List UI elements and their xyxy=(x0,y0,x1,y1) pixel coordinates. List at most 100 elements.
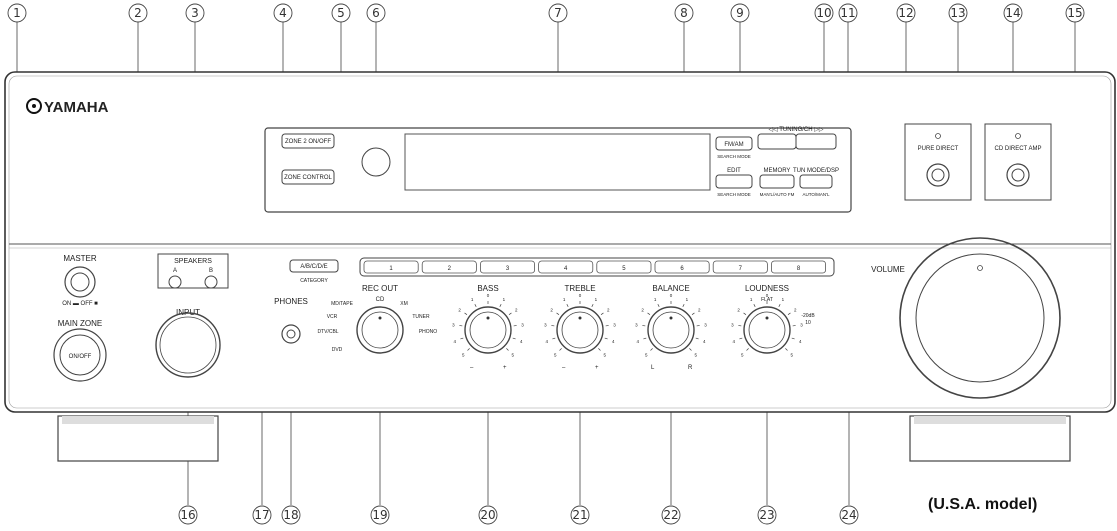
svg-text:AUTO/MAN'L: AUTO/MAN'L xyxy=(802,192,830,197)
callout-1: 1 xyxy=(7,3,27,23)
treble-knob[interactable] xyxy=(556,306,604,354)
tuning-up-button[interactable] xyxy=(795,133,837,150)
tuning-label: ◁◁ TUNING/CH ▷▷ xyxy=(768,127,823,133)
tick-label: 3 xyxy=(544,323,547,328)
speakers-b-button[interactable] xyxy=(204,275,218,289)
svg-text:–: – xyxy=(562,365,566,371)
tick-label: 5 xyxy=(603,353,606,358)
svg-text:1: 1 xyxy=(389,266,393,272)
tick-label: 1 xyxy=(654,297,657,302)
tick-label: 5 xyxy=(645,353,648,358)
svg-text:10: 10 xyxy=(805,320,811,326)
callout-12: 12 xyxy=(896,3,916,23)
tick-label: 3 xyxy=(452,323,455,328)
tick-label: 2 xyxy=(515,307,518,312)
svg-text:VCR: VCR xyxy=(327,314,338,320)
pure-direct-indicator xyxy=(935,133,941,139)
svg-text:20: 20 xyxy=(480,508,495,522)
svg-text:MAN'L/AUTO FM: MAN'L/AUTO FM xyxy=(760,192,795,197)
svg-text:5: 5 xyxy=(622,266,626,272)
tick-label: 4 xyxy=(799,339,802,344)
tick-label: 4 xyxy=(703,339,706,344)
receiver-chassis xyxy=(4,71,1116,413)
svg-text:+: + xyxy=(595,365,599,371)
rec-out-label: REC OUT xyxy=(362,284,398,293)
pure-direct-panel xyxy=(904,123,972,201)
zone-control-button[interactable] xyxy=(281,169,335,185)
tick-label: 3 xyxy=(731,323,734,328)
main-zone-onoff-button[interactable] xyxy=(53,328,107,382)
svg-text:6: 6 xyxy=(680,266,684,272)
tick-label: 1 xyxy=(503,297,506,302)
svg-text:17: 17 xyxy=(254,508,269,522)
speakers-a-button[interactable] xyxy=(168,275,182,289)
preset-button-4[interactable]: 4 xyxy=(538,260,594,274)
preset-button-2[interactable]: 2 xyxy=(421,260,477,274)
svg-text:1: 1 xyxy=(13,6,21,20)
tick-label: 3 xyxy=(800,323,803,328)
edit-button[interactable] xyxy=(715,174,753,189)
svg-text:18: 18 xyxy=(283,508,298,522)
zone2-onoff-button[interactable] xyxy=(281,133,335,149)
zone2-onoff-label: ZONE 2 ON/OFF xyxy=(285,139,331,145)
callout-22: 22 xyxy=(661,505,681,525)
preset-button-1[interactable]: 1 xyxy=(363,260,419,274)
abcde-button[interactable] xyxy=(289,259,339,273)
preset-button-6[interactable]: 6 xyxy=(654,260,710,274)
preset-button-7[interactable]: 7 xyxy=(712,260,768,274)
svg-text:21: 21 xyxy=(572,508,587,522)
svg-text:DTV/CBL: DTV/CBL xyxy=(317,329,338,335)
svg-text:FLAT: FLAT xyxy=(761,297,773,303)
svg-text:L: L xyxy=(651,365,655,371)
tun-mode-button[interactable] xyxy=(799,174,833,189)
tick-label: 1 xyxy=(686,297,689,302)
tick-label: 4 xyxy=(732,339,735,344)
master-label: MASTER xyxy=(63,254,97,263)
tick-label: 0 xyxy=(670,293,673,298)
svg-text:PHONO: PHONO xyxy=(419,329,437,335)
loudness-knob[interactable] xyxy=(743,306,791,354)
input-knob[interactable] xyxy=(155,312,221,378)
svg-text:ON/OFF: ON/OFF xyxy=(69,354,92,360)
rec-out-knob[interactable] xyxy=(356,306,404,354)
svg-text:14: 14 xyxy=(1005,6,1020,20)
tick-label: 3 xyxy=(635,323,638,328)
svg-text:XM: XM xyxy=(400,301,408,307)
svg-text:2: 2 xyxy=(448,266,452,272)
tick-label: 5 xyxy=(554,353,557,358)
pure-direct-button[interactable] xyxy=(926,163,950,187)
front-display xyxy=(404,133,711,191)
abcde-label: A/B/C/D/E xyxy=(300,264,327,270)
svg-text:TUNER: TUNER xyxy=(412,314,430,320)
callout-9: 9 xyxy=(730,3,750,23)
tick-label: 3 xyxy=(704,323,707,328)
volume-knob[interactable] xyxy=(899,237,1061,399)
tick-label: 5 xyxy=(511,353,514,358)
fm-am-button[interactable] xyxy=(715,136,753,151)
svg-text:R: R xyxy=(688,365,693,371)
svg-text:MD/TAPE: MD/TAPE xyxy=(331,301,354,307)
tick-label: 4 xyxy=(453,339,456,344)
svg-text:19: 19 xyxy=(372,508,387,522)
svg-text:YAMAHA: YAMAHA xyxy=(44,99,109,116)
tick-label: 5 xyxy=(741,353,744,358)
callout-18: 18 xyxy=(281,505,301,525)
svg-text:–: – xyxy=(470,365,474,371)
tick-label: 0 xyxy=(579,293,582,298)
preset-button-3[interactable]: 3 xyxy=(479,260,535,274)
memory-button[interactable] xyxy=(759,174,795,189)
svg-text:15: 15 xyxy=(1067,6,1082,20)
preset-button-8[interactable]: 8 xyxy=(771,260,827,274)
cd-direct-amp-button[interactable] xyxy=(1006,163,1030,187)
preset-button-5[interactable]: 5 xyxy=(596,260,652,274)
pure-direct-label: PURE DIRECT xyxy=(918,146,959,152)
svg-text:6: 6 xyxy=(372,6,380,20)
master-switch[interactable] xyxy=(64,266,96,298)
bass-knob[interactable] xyxy=(464,306,512,354)
balance-knob[interactable] xyxy=(647,306,695,354)
master-on-off-label: ON ▬ OFF ■ xyxy=(62,301,98,307)
balance-label: BALANCE xyxy=(652,284,689,293)
svg-text:4: 4 xyxy=(279,6,287,20)
